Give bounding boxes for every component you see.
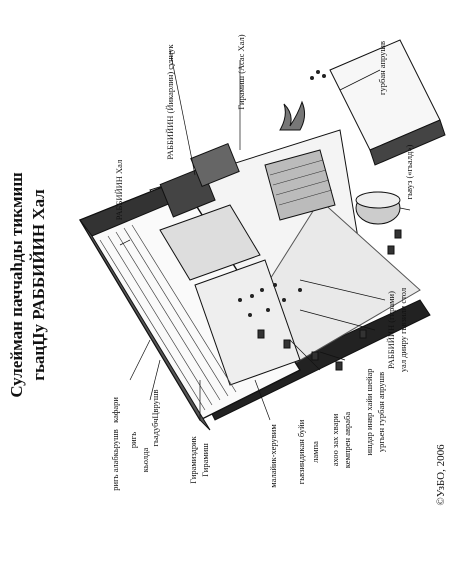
leader-lines <box>119 49 411 421</box>
label-ahoo: ахоо зах хвари <box>330 413 340 466</box>
porch-tower-right <box>190 142 240 188</box>
label-rabbiyin-yikar: РАББИЙИН (Йикарлин) сунцук <box>165 43 175 159</box>
label-giramiis-asas: Гирамиш (Асас Хал) <box>236 34 246 109</box>
offering-building-side <box>369 119 446 166</box>
sanctuary-hall <box>194 259 301 386</box>
label-malaik: малайик-херувим <box>268 424 278 488</box>
title-line-2: гьацЏу РАББИЙИН Хал <box>29 189 48 381</box>
label-ishtdar: ишдар инвр хайи шейар <box>364 368 374 455</box>
label-urgen: ургьен гурбан апрушв <box>376 372 386 452</box>
worshippers <box>238 70 326 317</box>
label-rig-alab: ригь алабкьрушв <box>110 429 120 490</box>
diagram-labels: гурбан апрушв Гирамиш (Асас Хал) РАББИЙИ… <box>110 34 414 490</box>
label-kafari: кафари <box>110 397 120 423</box>
label-gurban-apruush: гурбан апрушв <box>377 41 387 95</box>
label-lampa: лампа <box>310 441 320 463</box>
altar-steps <box>269 159 333 206</box>
altar <box>264 149 336 221</box>
title-line-1: Сулейман паччаһды тикмиш <box>7 172 26 397</box>
lamp-stands <box>257 229 402 371</box>
holy-of-holies <box>159 204 261 281</box>
label-gyadubch: гьадубчЦврушв <box>150 390 160 447</box>
bronze-sea-rim <box>355 191 401 209</box>
label-gyvzindikan: гьвзиндикан буйи <box>296 419 306 484</box>
temple-illustration <box>78 39 446 431</box>
label-gyvuz: гьвуз («гьалд») <box>404 144 414 199</box>
label-giramiiz-2: Гирамиш <box>200 443 210 477</box>
label-rabbiyin-giramii: РАББИЙИН (гирами) <box>386 291 396 369</box>
copyright: ©УзБО, 2006 <box>435 444 447 506</box>
altar-fire <box>279 100 306 131</box>
label-kyolda: кьолда <box>140 448 150 473</box>
wall-hatching <box>99 224 237 411</box>
label-ual-dinru: уал динру гьвзили стол <box>398 287 408 372</box>
label-giramiiz-1: Гирамиздрик <box>188 435 198 483</box>
temple-roof-side <box>79 219 211 431</box>
label-rabbiyin-hal: РАББИЙИН Хал <box>114 159 124 220</box>
label-kempir: кемпрен авраба <box>342 412 352 468</box>
title-block: Сулейман паччаһды тикмиш гьацЏу РАББИЙИН… <box>7 172 48 397</box>
label-rig-2: ригь <box>128 432 138 448</box>
